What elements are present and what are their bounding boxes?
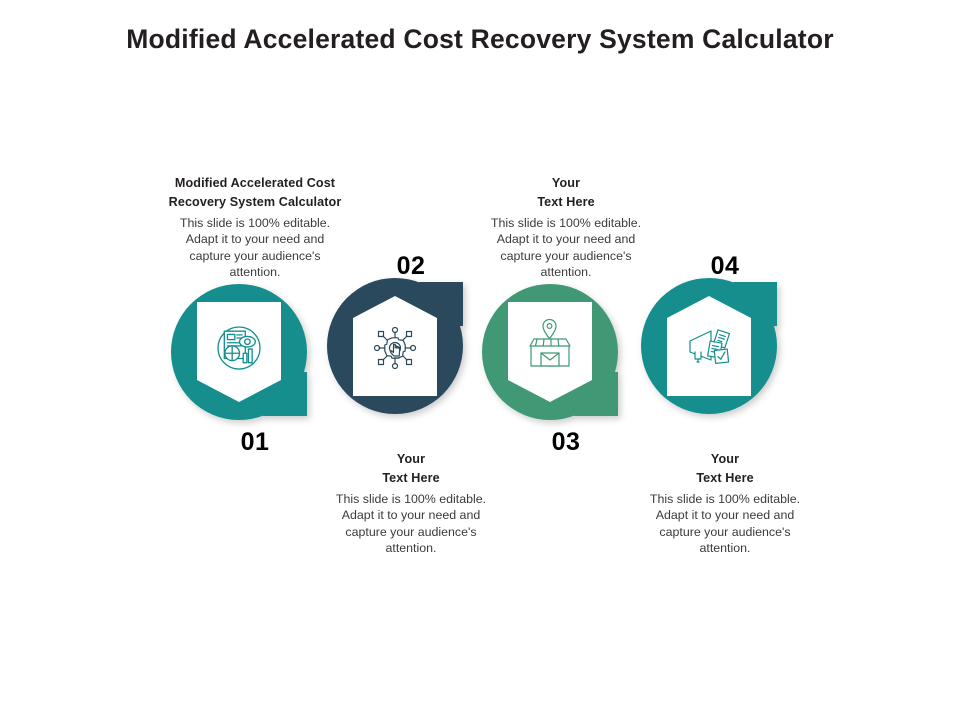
diagram-column-1: Modified Accelerated Cost Recovery Syste…	[140, 160, 370, 600]
column-4-text-block: Your Text Here This slide is 100% editab…	[610, 450, 840, 556]
badge-pentagon	[508, 302, 592, 402]
column-3-number: 03	[551, 428, 581, 456]
column-4-body: This slide is 100% editable. Adapt it to…	[649, 492, 801, 555]
column-1-number: 01	[240, 428, 270, 456]
column-3-text-block: Your Text Here This slide is 100% editab…	[451, 174, 681, 280]
column-2-number: 02	[396, 252, 426, 280]
page-title: Modified Accelerated Cost Recovery Syste…	[126, 24, 834, 54]
column-4-heading: Your Text Here	[696, 452, 754, 486]
column-2-badge[interactable]	[321, 274, 501, 434]
column-3-heading: Your Text Here	[537, 176, 595, 210]
megaphone-checklist-icon	[689, 329, 731, 364]
column-2-heading: Your Text Here	[382, 452, 440, 486]
column-1-badge[interactable]	[165, 284, 345, 444]
column-3-badge[interactable]	[476, 284, 656, 444]
column-3-body: This slide is 100% editable. Adapt it to…	[490, 216, 642, 279]
diagram-column-3: Your Text Here This slide is 100% editab…	[451, 160, 681, 600]
storefront-location-mail-icon	[529, 318, 571, 367]
gear-touch-network-icon	[373, 326, 417, 370]
column-1-text-block: Modified Accelerated Cost Recovery Syste…	[140, 174, 370, 280]
column-1-body: This slide is 100% editable. Adapt it to…	[179, 216, 331, 279]
column-2-body: This slide is 100% editable. Adapt it to…	[335, 492, 487, 555]
column-4-badge[interactable]	[635, 274, 815, 434]
diagram-column-2: 02	[296, 160, 526, 600]
diagram-column-4: 04	[610, 160, 840, 600]
column-2-text-block: Your Text Here This slide is 100% editab…	[296, 450, 526, 556]
column-1-heading: Modified Accelerated Cost Recovery Syste…	[168, 176, 342, 210]
report-analytics-icon	[217, 326, 261, 370]
column-4-number: 04	[710, 252, 740, 280]
four-step-badge-diagram: Modified Accelerated Cost Recovery Syste…	[0, 160, 960, 600]
